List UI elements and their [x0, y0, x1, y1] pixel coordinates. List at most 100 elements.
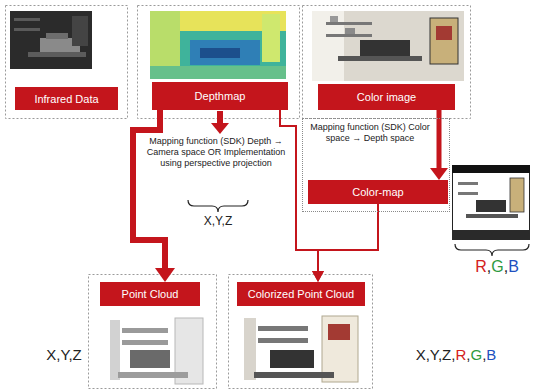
box-label: Point Cloud — [122, 288, 179, 300]
colorized-cloud-image — [270, 350, 314, 368]
color-image — [345, 28, 355, 34]
process-box: Depthmap — [152, 82, 288, 110]
point-cloud-image — [122, 328, 168, 333]
point-cloud-image — [118, 372, 188, 378]
dotted-panel: Mapping function (SDK) Color space → Dep… — [302, 118, 450, 212]
color-image — [326, 34, 372, 37]
depthmap-image — [190, 40, 260, 65]
label-group: X,Y,Z — [186, 214, 250, 228]
process-box: Point Cloud — [100, 282, 200, 306]
panel-heading: Mapping function (SDK) Color space → Dep… — [309, 122, 431, 144]
coordinate-label: X,Y,Z — [204, 214, 232, 228]
colormap-thumbnail — [452, 165, 530, 173]
dotted-panel — [229, 275, 373, 389]
channel-label: R — [475, 258, 487, 276]
box-label: Colorized Point Cloud — [248, 288, 354, 300]
colorized-cloud-image — [258, 326, 308, 331]
colormap-thumbnail — [452, 230, 530, 240]
colormap-thumbnail — [476, 200, 506, 212]
color-image — [326, 22, 372, 25]
colormap-thumbnail — [452, 165, 530, 240]
short-red-arrow — [217, 111, 223, 124]
coordinate-label: , — [466, 346, 470, 363]
label-group: X,Y,Z,R,G,B — [382, 346, 530, 363]
process-box: Color image — [318, 84, 455, 110]
colormap-thumbnail — [466, 214, 518, 218]
colorized-cloud-image — [258, 338, 308, 343]
colormap-thumbnail — [453, 166, 530, 240]
color-image — [312, 11, 464, 81]
colorized-cloud-image — [254, 372, 334, 378]
coordinate-label: X,Y,Z — [46, 346, 82, 363]
bracket — [188, 200, 248, 212]
infrared-image — [72, 16, 88, 46]
depthmap-image — [150, 11, 286, 79]
colormap-thumbnail — [458, 192, 478, 195]
depthmap-image — [150, 66, 286, 79]
box-label: Depthmap — [195, 90, 246, 102]
point-cloud-image — [122, 340, 168, 345]
color-image — [430, 18, 458, 64]
process-box: Colorized Point Cloud — [237, 282, 365, 306]
color-image — [312, 11, 344, 81]
box-label: Infrared Data — [34, 93, 98, 105]
connector — [437, 110, 442, 170]
channel-label: G — [491, 258, 503, 276]
depthmap-image — [262, 14, 280, 62]
dotted-panel — [303, 6, 471, 119]
arrowhead — [430, 168, 448, 180]
channel-label: , — [504, 258, 508, 276]
colorized-cloud-image — [244, 318, 256, 380]
process-box: Color-map — [308, 180, 448, 204]
colorized-cloud-image — [240, 310, 362, 387]
dotted-panel — [6, 6, 471, 389]
infrared-image — [28, 52, 86, 57]
colormap-thumbnail — [510, 178, 524, 212]
coordinate-label: B — [486, 346, 496, 363]
infrared-image — [14, 18, 40, 21]
arrowhead — [155, 268, 175, 282]
process-box: Infrared Data — [15, 87, 118, 110]
dotted-panel — [138, 6, 300, 119]
short-red-arrow — [211, 123, 229, 134]
annotation: Mapping function (SDK) Depth → Camera sp… — [142, 136, 290, 169]
coordinate-label: G — [470, 346, 482, 363]
short-red-arrow — [211, 111, 229, 134]
infrared-image — [10, 11, 92, 69]
colorized-cloud-image — [240, 310, 362, 387]
coordinate-label: X,Y,Z, — [416, 346, 456, 363]
connector — [318, 204, 378, 273]
coordinate-label: , — [482, 346, 486, 363]
depthmap-image — [150, 11, 286, 79]
infrared-image — [46, 33, 68, 39]
colorized-cloud-image — [328, 324, 350, 340]
arrowhead — [312, 271, 324, 282]
bracket — [188, 200, 529, 256]
box-label: Color image — [357, 91, 416, 103]
box-label: Color-map — [352, 186, 403, 198]
dotted-panel — [6, 6, 128, 119]
color-image — [338, 56, 422, 61]
label-group: X,Y,Z — [36, 346, 92, 363]
coordinate-label: R — [455, 346, 466, 363]
color-image — [436, 26, 452, 40]
label-group: R,G,B — [462, 258, 532, 276]
label-group: Mapping function (SDK) Depth → Camera sp… — [142, 136, 290, 169]
color-image — [312, 11, 464, 81]
infrared-image — [14, 28, 40, 31]
dotted-panel — [89, 275, 217, 389]
bracket — [455, 244, 529, 256]
point-cloud-image — [130, 350, 170, 368]
channel-label: B — [508, 258, 519, 276]
point-cloud-image — [106, 312, 206, 387]
point-cloud-image — [106, 312, 206, 387]
point-cloud-image — [110, 320, 120, 380]
connector — [133, 110, 165, 271]
infrared-image — [10, 11, 92, 69]
color-image — [330, 16, 338, 22]
channel-label: , — [487, 258, 491, 276]
color-image — [360, 40, 410, 56]
